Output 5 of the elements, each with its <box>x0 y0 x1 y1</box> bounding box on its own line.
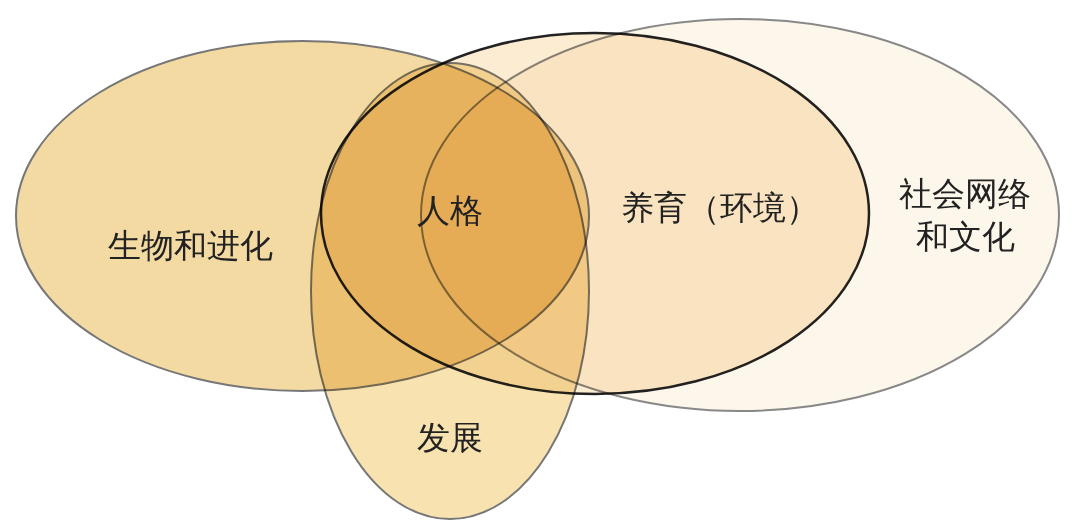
set-label: 社会网络和文化 <box>898 173 1032 258</box>
set-label: 养育（环境） <box>620 187 820 229</box>
set-label: 发展 <box>416 417 484 459</box>
overlap-label: 人格 <box>416 190 484 232</box>
set-label: 生物和进化 <box>106 225 274 267</box>
